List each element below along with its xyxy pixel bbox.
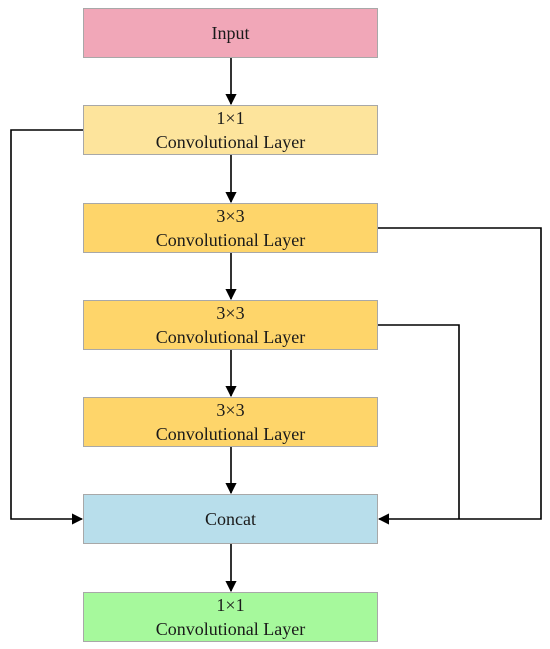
conv-3x3-3-layer-label: Convolutional Layer (155, 424, 306, 444)
conv-1x1-layer-label: Convolutional Layer (155, 132, 306, 152)
edge-conv2-to-concat (377, 227, 542, 525)
conv-3x3-3-kernel-label: 3×3 (216, 400, 245, 420)
output-conv-kernel-label: 1×1 (216, 595, 245, 615)
conv-3x3-node-1: 3×3 Convolutional Layer (83, 203, 378, 253)
conv-3x3-1-layer-label: Convolutional Layer (155, 230, 306, 250)
conv-3x3-node-3: 3×3 Convolutional Layer (83, 397, 378, 447)
concat-node: Concat (83, 494, 378, 544)
conv-3x3-2-kernel-label: 3×3 (216, 303, 245, 323)
edge-conv1-to-concat (10, 129, 84, 525)
output-conv-layer-label: Convolutional Layer (155, 619, 306, 639)
concat-node-label: Concat (205, 509, 256, 529)
conv-3x3-2-layer-label: Convolutional Layer (155, 327, 306, 347)
conv-1x1-node: 1×1 Convolutional Layer (83, 105, 378, 155)
conv-3x3-node-2: 3×3 Convolutional Layer (83, 300, 378, 350)
output-conv-1x1-node: 1×1 Convolutional Layer (83, 592, 378, 642)
conv-3x3-1-kernel-label: 3×3 (216, 206, 245, 226)
conv-1x1-kernel-label: 1×1 (216, 108, 245, 128)
input-node-label: Input (211, 23, 250, 43)
edge-conv3-to-concat (378, 324, 460, 519)
input-node: Input (83, 8, 378, 58)
